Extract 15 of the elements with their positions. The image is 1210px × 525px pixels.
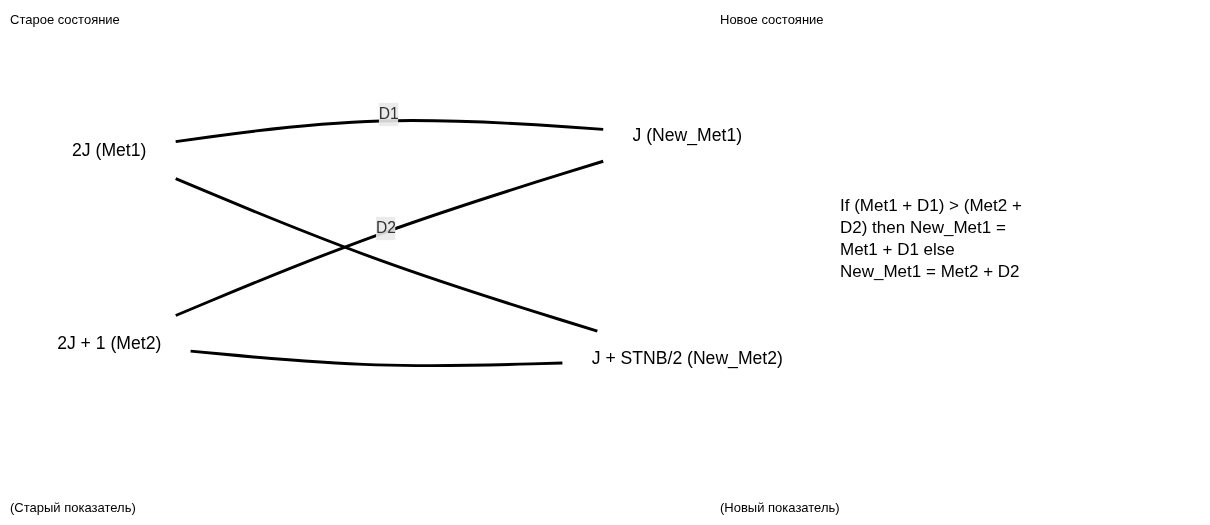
edge-label: D2 (375, 219, 396, 237)
column-heading: (Старый показатель) (10, 500, 136, 515)
edge-label: D1 (378, 105, 399, 123)
node-text: 2J + 1 (Met2) (57, 333, 162, 353)
connector (175, 160, 604, 318)
column-heading: (Новый показатель) (720, 500, 840, 515)
connector (175, 177, 598, 333)
node-text: J + STNB/2 (New_Met2) (591, 348, 783, 369)
column-heading: Старое состояние (10, 12, 120, 27)
column-heading: Новое состояние (720, 12, 824, 27)
connector (190, 349, 563, 368)
node-text: 2J (Met1) (72, 140, 147, 161)
connector (175, 119, 604, 144)
node-text: J (New_Met1) (632, 125, 743, 145)
rule-note: If (Met1 + D1) > (Met2 + D2) then New_Met1 = Met1 + D1 else New_Met1 = Met2 + D2 (840, 195, 1023, 283)
